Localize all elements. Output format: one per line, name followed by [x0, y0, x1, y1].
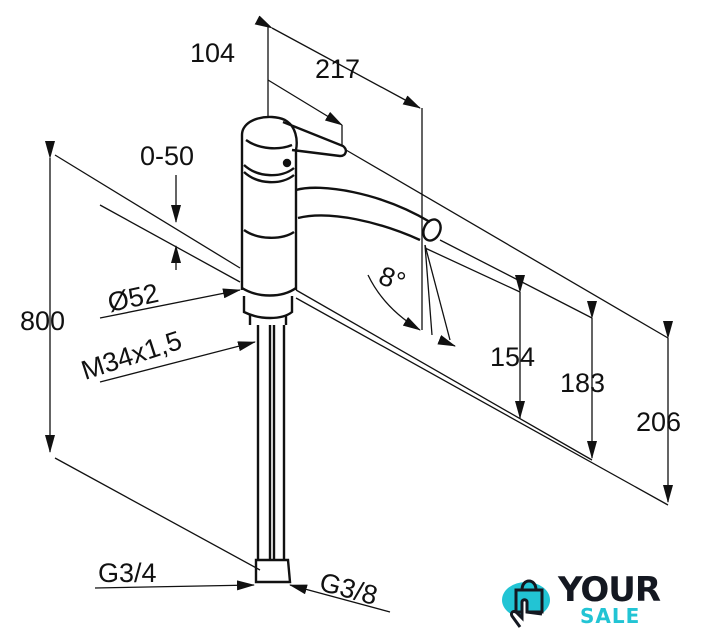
logo-text-sale: SALE [580, 604, 641, 628]
dim-206: 206 [636, 407, 681, 437]
faucet-body [240, 115, 442, 584]
dim-104: 104 [190, 38, 235, 68]
dim-183: 183 [560, 368, 605, 398]
dim-thread: M34x1,5 [78, 325, 186, 386]
dim-angle: 8° [375, 260, 410, 297]
yoursale-logo: YOUR SALE [500, 570, 670, 632]
dim-g34: G3/4 [98, 558, 157, 588]
shopping-bag-hand-icon [502, 579, 550, 628]
dimension-lines [45, 15, 673, 613]
dim-154: 154 [490, 342, 535, 372]
dim-0-50: 0-50 [140, 141, 194, 171]
logo-text-your: YOUR [558, 570, 661, 610]
dim-diameter-52: Ø52 [105, 278, 161, 318]
dim-217: 217 [315, 54, 360, 84]
dim-g38: G3/8 [316, 567, 380, 611]
dim-800: 800 [20, 306, 65, 336]
